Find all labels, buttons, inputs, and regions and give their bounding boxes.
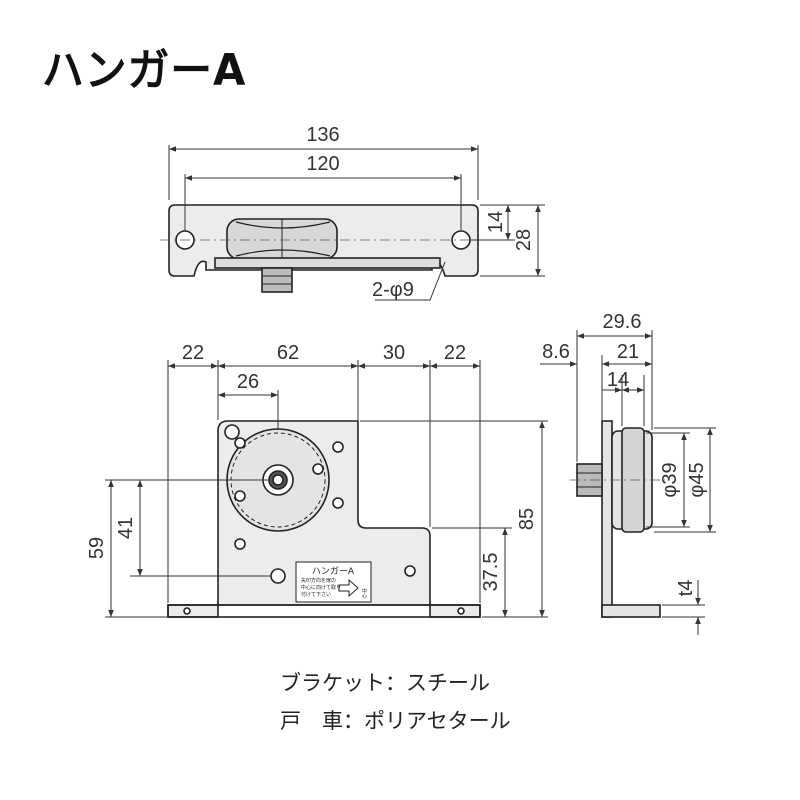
dim-bolt: 8.6 xyxy=(542,341,570,363)
dim-plate-height: 28 xyxy=(513,229,535,251)
top-view xyxy=(160,204,490,293)
top-bolt xyxy=(261,267,293,293)
base-flange-left xyxy=(167,604,219,618)
label-plate-title: ハンガーA xyxy=(312,566,355,577)
spec-label: ブラケット xyxy=(280,671,385,695)
dim-height-overall: 85 xyxy=(516,508,538,530)
dim-step-height: 37.5 xyxy=(480,553,502,592)
dim-step-width: 30 xyxy=(383,342,405,364)
dim-groove-dia: φ39 xyxy=(659,462,681,497)
side-bracket-plate xyxy=(601,420,613,618)
material-specs: ブラケット：スチール 戸 車：ポリアセタール xyxy=(280,664,511,740)
side-base xyxy=(601,604,661,618)
front-view-dimensions xyxy=(105,360,548,618)
label-plate-text3: 付けて下さい xyxy=(301,591,331,598)
spec-row-wheel: 戸 車：ポリアセタール xyxy=(280,709,511,733)
spec-label: 戸 車 xyxy=(280,709,343,733)
spec-value: スチール xyxy=(406,671,490,695)
dim-lower-hole-offset: 41 xyxy=(115,517,137,539)
dim-side-overall: 29.6 xyxy=(603,311,642,333)
dim-groove: 14 xyxy=(607,369,629,391)
label-plate-center: 中心 xyxy=(361,587,367,598)
dim-axle-height: 59 xyxy=(86,537,108,559)
spec-value: ポリアセタール xyxy=(364,709,511,733)
dim-upper-width: 62 xyxy=(277,342,299,364)
dim-wheel-width: 21 xyxy=(617,341,639,363)
front-view xyxy=(167,420,481,618)
dim-outer-dia: φ45 xyxy=(686,462,708,497)
dim-hole-pitch: 120 xyxy=(306,153,339,175)
spec-row-bracket: ブラケット：スチール xyxy=(280,671,490,695)
side-view xyxy=(570,420,665,618)
label-plate-text2: 中心に向けて取り xyxy=(301,584,341,591)
dim-overall-length: 136 xyxy=(306,124,339,146)
page-title: ハンガーA xyxy=(42,45,247,96)
dim-thickness: t4 xyxy=(675,580,697,597)
side-view-dimensions xyxy=(540,330,716,635)
dim-hole-offset: 14 xyxy=(485,211,507,233)
dim-left-flange: 22 xyxy=(182,342,204,364)
dim-right-flange: 22 xyxy=(444,342,466,364)
label-plate xyxy=(295,561,372,603)
top-view-dimensions xyxy=(168,145,545,301)
dim-wheel-offset: 26 xyxy=(237,371,259,393)
top-bracket-base xyxy=(214,257,441,269)
dim-holes: 2-φ9 xyxy=(372,279,414,301)
label-plate-text1: 矢印方向を扉の xyxy=(301,577,336,584)
base-flange-right xyxy=(429,604,481,618)
